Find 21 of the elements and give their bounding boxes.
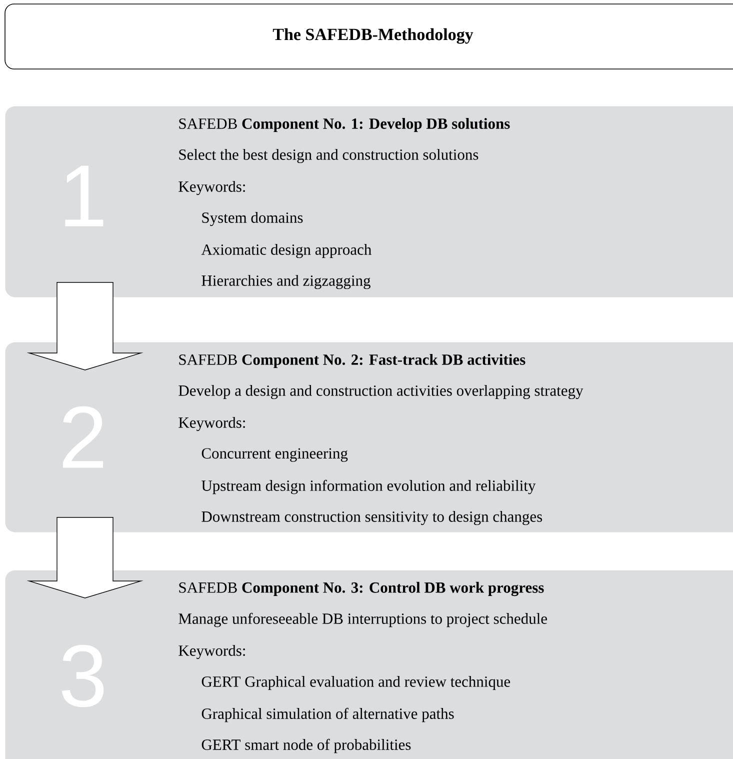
keyword: GERT Graphical evaluation and review technique [202, 676, 510, 690]
keyword: Graphical simulation of alternative paths [202, 708, 454, 722]
keywords-label: Keywords: [178, 644, 245, 660]
component-description: Develop a design and construction activities overlapping strategy [178, 384, 584, 400]
keyword: Downstream construction sensitivity to design changes [202, 510, 542, 526]
keywords-label: Keywords: [178, 416, 245, 432]
component-description: Select the best design and construction solutions [179, 148, 478, 164]
block-arrow [26, 282, 144, 370]
title: The SAFEDB-Methodology [272, 28, 474, 44]
keyword: Upstream design information evolution and reliability [202, 480, 536, 494]
component-heading: SAFEDB Component No. 1: Develop DB solutions [179, 118, 510, 132]
block-arrow [26, 517, 144, 598]
keyword: Hierarchies and zigzagging [202, 274, 370, 290]
component-heading: SAFEDB Component No. 3: Control DB work progress [179, 582, 544, 596]
keyword: System domains [202, 212, 303, 226]
keyword: Concurrent engineering [202, 448, 348, 462]
keyword: Axiomatic design approach [201, 244, 372, 258]
component-heading: SAFEDB Component No. 2: Fast-track DB activities [179, 354, 526, 368]
component-description: Manage unforeseeable DB interruptions to project schedule [178, 612, 547, 628]
keywords-label: Keywords: [178, 180, 245, 196]
keyword: GERT smart node of probabilities [202, 738, 411, 754]
